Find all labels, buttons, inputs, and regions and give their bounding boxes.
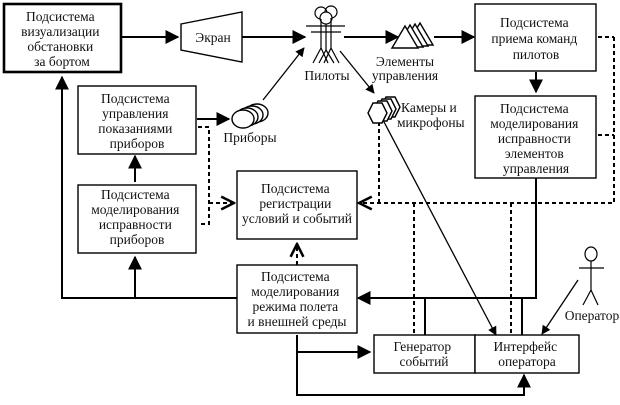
- box-operator-interface[interactable]: Интерфейс оператора: [474, 334, 580, 374]
- connector-instruments-pilots: [262, 47, 305, 101]
- instruments-element[interactable]: Приборы: [223, 103, 277, 145]
- box-instrument-control[interactable]: Подсистема управления показаниями прибор…: [77, 85, 197, 155]
- box-visualization-label: Подсистема визуализации обстановки за бо…: [21, 9, 103, 69]
- screen-label: Экран: [195, 30, 230, 45]
- box-visualization[interactable]: Подсистема визуализации обстановки за бо…: [2, 2, 123, 74]
- cameras-icon: [367, 96, 401, 124]
- box-operator-interface-label: Интерфейс оператора: [494, 339, 561, 369]
- operator-label: Оператор: [565, 308, 620, 323]
- box-command-reception[interactable]: Подсистема приема команд пилотов: [474, 3, 597, 72]
- box-registration[interactable]: Подсистема регистрации условий и событий: [236, 170, 358, 240]
- instruments-icon: [231, 103, 269, 129]
- instruments-label: Приборы: [223, 130, 276, 145]
- pilots-icon: [306, 5, 345, 64]
- box-controls-health-label: Подсистема моделирования исправности эле…: [490, 101, 581, 176]
- connector-flightmode-visualization: [55, 75, 237, 299]
- pilots-element[interactable]: Пилоты: [304, 5, 350, 83]
- controls-element[interactable]: Элементы управления: [372, 21, 438, 83]
- connector-pilots-cameras: [339, 50, 375, 94]
- box-event-generator[interactable]: Генератор событий: [373, 334, 476, 374]
- box-instrument-control-label: Подсистема управления показаниями прибор…: [98, 91, 175, 151]
- controls-label-line1: Элементы: [376, 54, 434, 69]
- controls-label-line2: управления: [372, 68, 438, 83]
- box-command-reception-label: Подсистема приема команд пилотов: [491, 15, 580, 62]
- box-instrument-health[interactable]: Подсистема моделирования исправности при…: [77, 184, 197, 254]
- pilots-label: Пилоты: [304, 68, 349, 83]
- connector-flightmode-generator: [296, 335, 372, 359]
- screen-icon: [180, 11, 243, 63]
- box-flight-mode-label: Подсистема моделирования режима полета и…: [248, 269, 347, 329]
- box-registration-label: Подсистема регистрации условий и событий: [242, 181, 352, 226]
- connector-controlshealth-flightmode: [356, 178, 537, 305]
- screen-element[interactable]: Экран: [180, 11, 243, 63]
- box-flight-mode[interactable]: Подсистема моделирования режима полета и…: [236, 264, 358, 334]
- dashed-instruments-registration: [198, 126, 210, 225]
- controls-icon: [390, 21, 435, 49]
- connector-flightmode-interface: [296, 352, 531, 396]
- connector-operator-interface: [541, 279, 579, 335]
- operator-icon: [579, 246, 604, 306]
- operator-element[interactable]: Оператор: [565, 246, 620, 323]
- cameras-label-line2: микрофоны: [397, 115, 465, 130]
- box-event-generator-label: Генератор событий: [394, 339, 455, 369]
- box-instrument-health-label: Подсистема моделирования исправности при…: [91, 187, 182, 247]
- cameras-label-line1: Камеры и: [401, 100, 457, 115]
- box-controls-health[interactable]: Подсистема моделирования исправности эле…: [474, 95, 597, 179]
- connector-cameras-interface: [382, 119, 497, 336]
- dashed-right-bus-registration: [359, 37, 615, 203]
- cameras-element[interactable]: Камеры и микрофоны: [367, 96, 465, 130]
